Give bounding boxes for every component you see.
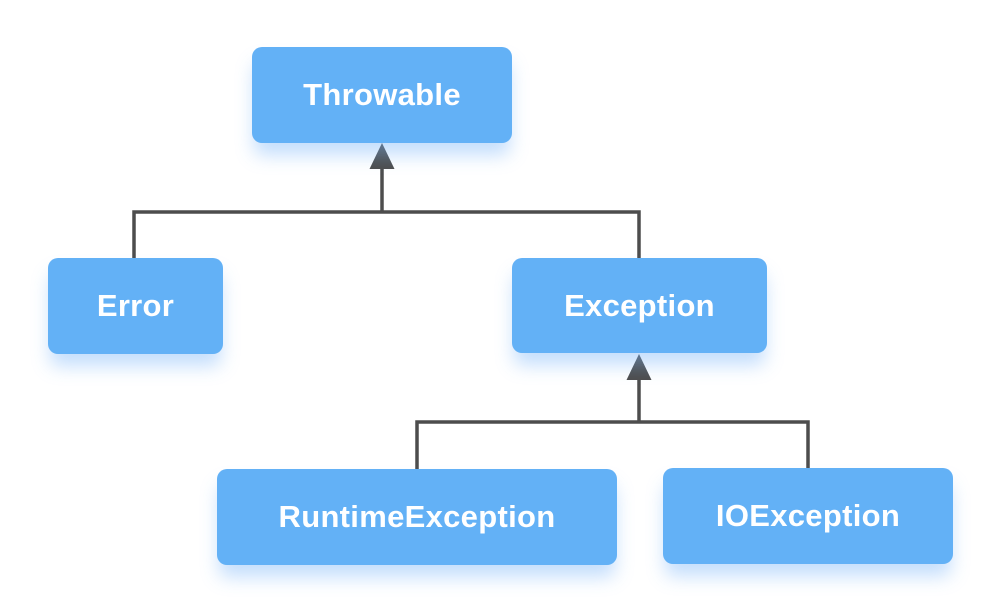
node-runtime-exception: RuntimeException	[217, 469, 617, 565]
node-error: Error	[48, 258, 223, 354]
arrowhead-to-throwable	[369, 143, 395, 169]
edge-bracket-runtime-io	[415, 420, 810, 469]
node-throwable: Throwable	[252, 47, 512, 143]
edge-bracket-error-exception	[132, 210, 641, 258]
node-exception: Exception	[512, 258, 767, 353]
arrowhead-to-exception	[626, 354, 652, 380]
node-io-exception: IOException	[663, 468, 953, 564]
